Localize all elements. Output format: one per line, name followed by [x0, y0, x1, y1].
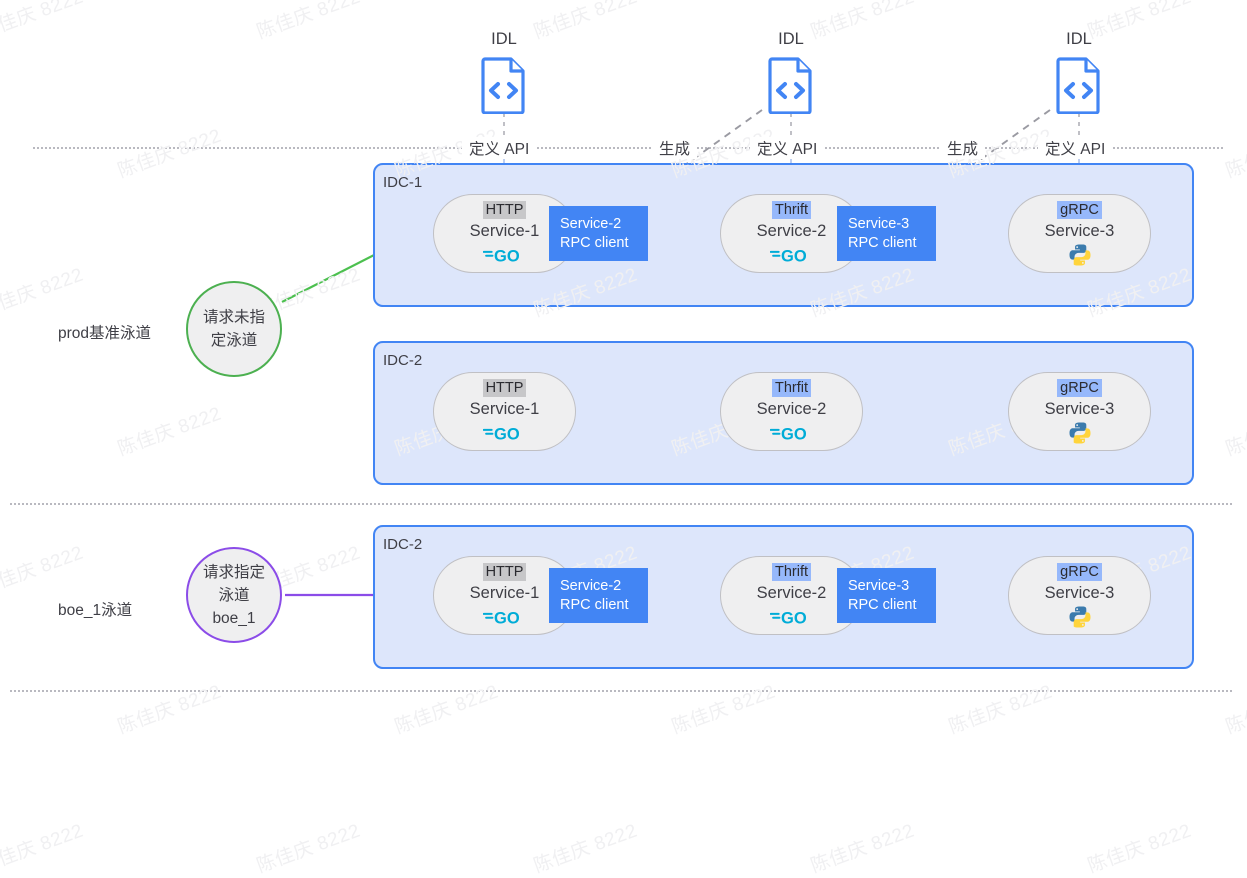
watermark-text: 陈佳庆 8222 — [808, 820, 918, 878]
service-name: Service-3 — [1044, 583, 1115, 602]
python-icon — [1068, 421, 1092, 445]
service-node-prod-idc2-2[interactable]: Thrfit Service-2 GO — [720, 372, 863, 451]
python-icon — [1068, 605, 1092, 629]
lane-badge-line: boe_1 — [212, 609, 256, 627]
edge-caption-define-api-3: 定义 API — [1038, 137, 1113, 159]
service-name: Service-3 — [1044, 221, 1115, 240]
service-name: Service-2 — [756, 399, 827, 418]
protocol-tag: HTTP — [482, 200, 527, 219]
protocol-tag: Thrfit — [771, 378, 812, 397]
idl-node-1[interactable]: IDL — [464, 30, 544, 115]
service-name: Service-3 — [1044, 399, 1115, 418]
lane-label-prod: prod基准泳道 — [58, 325, 152, 342]
idl-node-2[interactable]: IDL — [751, 30, 831, 115]
idc-label-prod-idc2: IDC-2 — [383, 352, 423, 369]
go-icon: GO — [769, 243, 814, 267]
edge-caption-generate-2: 生成 — [940, 137, 986, 159]
separator-line-2 — [10, 503, 1232, 505]
edge-caption-define-api-2: 定义 API — [750, 137, 825, 159]
protocol-tag: gRPC — [1057, 200, 1102, 219]
code-document-icon — [768, 56, 814, 119]
lane-badge-line: 请求未指 — [202, 309, 265, 326]
rpc-client-box-prod-idc1-s2[interactable]: Service-2 RPC client — [549, 206, 648, 261]
rpc-client-line: Service-2 — [560, 577, 622, 594]
code-document-icon — [1056, 56, 1102, 119]
idl-caption: IDL — [491, 30, 517, 48]
service-node-prod-idc2-3[interactable]: gRPC Service-3 — [1008, 372, 1151, 451]
watermark-text: 陈佳庆 8222 — [1085, 820, 1195, 878]
lane-badge-line: 泳道 — [218, 586, 250, 604]
watermark-text: 陈佳庆 8222 — [531, 820, 641, 878]
python-icon — [1068, 243, 1092, 267]
protocol-tag: gRPC — [1057, 562, 1102, 581]
separator-line-3 — [10, 690, 1232, 692]
protocol-tag: Thrift — [771, 200, 812, 219]
svg-text:GO: GO — [494, 247, 520, 265]
svg-text:GO: GO — [494, 425, 520, 443]
go-icon: GO — [482, 243, 527, 267]
protocol-tag: HTTP — [482, 378, 527, 397]
watermark-text: 陈佳庆 8222 — [254, 820, 364, 878]
rpc-client-line: RPC client — [560, 596, 629, 613]
service-name: Service-1 — [469, 221, 540, 240]
idc-label-boe1-idc2: IDC-2 — [383, 536, 423, 553]
service-name: Service-2 — [756, 221, 827, 240]
service-name: Service-1 — [469, 583, 540, 602]
go-icon: GO — [769, 605, 814, 629]
lane-badge-line: 定泳道 — [210, 332, 258, 349]
rpc-client-line: Service-3 — [848, 577, 910, 594]
rpc-client-line: RPC client — [848, 234, 917, 251]
lane-label-boe1: boe_1泳道 — [58, 602, 133, 619]
rpc-client-line: RPC client — [560, 234, 629, 251]
idl-caption: IDL — [1066, 30, 1092, 48]
go-icon: GO — [769, 421, 814, 445]
lane-badge-boe1[interactable]: 请求指定 泳道 boe_1 — [186, 547, 282, 643]
service-name: Service-1 — [469, 399, 540, 418]
service-name: Service-2 — [756, 583, 827, 602]
protocol-tag: Thrift — [771, 562, 812, 581]
lane-badge-line: 请求指定 — [202, 563, 265, 581]
service-node-prod-idc1-3[interactable]: gRPC Service-3 — [1008, 194, 1151, 273]
lane-badge-prod[interactable]: 请求未指 定泳道 — [186, 281, 282, 377]
protocol-tag: HTTP — [482, 562, 527, 581]
idc-label-prod-idc1: IDC-1 — [383, 174, 423, 191]
separator-line-1 — [33, 147, 1223, 149]
edge-caption-define-api-1: 定义 API — [462, 137, 537, 159]
rpc-client-box-boe1-s2[interactable]: Service-2 RPC client — [549, 568, 648, 623]
rpc-client-box-prod-idc1-s3[interactable]: Service-3 RPC client — [837, 206, 936, 261]
service-node-prod-idc2-1[interactable]: HTTP Service-1 GO — [433, 372, 576, 451]
rpc-client-line: Service-2 — [560, 215, 622, 232]
svg-text:GO: GO — [781, 425, 807, 443]
service-node-boe1-3[interactable]: gRPC Service-3 — [1008, 556, 1151, 635]
svg-text:GO: GO — [494, 609, 520, 627]
rpc-client-box-boe1-s3[interactable]: Service-3 RPC client — [837, 568, 936, 623]
rpc-client-line: Service-3 — [848, 215, 910, 232]
watermark-text: 陈佳庆 8222 — [0, 820, 87, 878]
code-document-icon — [481, 56, 527, 119]
go-icon: GO — [482, 421, 527, 445]
idl-node-3[interactable]: IDL — [1039, 30, 1119, 115]
idl-caption: IDL — [778, 30, 804, 48]
svg-text:GO: GO — [781, 247, 807, 265]
svg-text:GO: GO — [781, 609, 807, 627]
protocol-tag: gRPC — [1057, 378, 1102, 397]
rpc-client-line: RPC client — [848, 596, 917, 613]
edge-caption-generate-1: 生成 — [652, 137, 698, 159]
go-icon: GO — [482, 605, 527, 629]
